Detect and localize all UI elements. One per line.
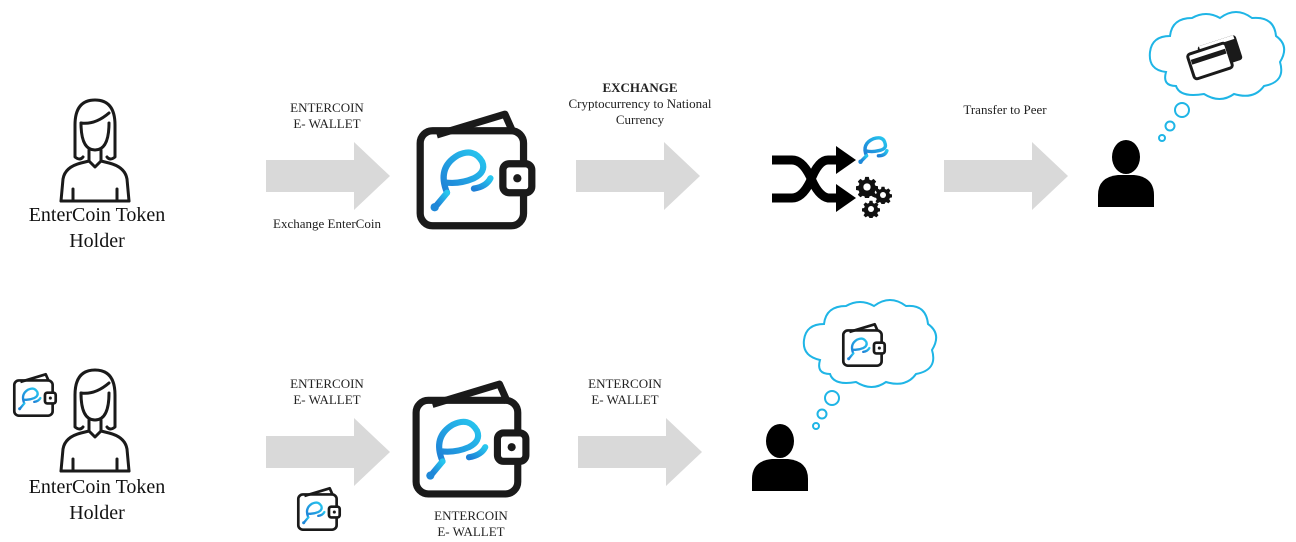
entercoin-wallet-1 bbox=[414, 108, 538, 232]
flow-arrow-3 bbox=[944, 142, 1068, 210]
row2-arrow1-label: ENTERCOIN E- WALLET bbox=[290, 376, 364, 407]
token-holder-2 bbox=[55, 365, 135, 475]
flow-arrow-5 bbox=[578, 418, 702, 486]
flow-arrow-4 bbox=[266, 418, 390, 486]
token-holder-1 bbox=[55, 95, 135, 205]
flow-arrow-1 bbox=[266, 142, 390, 210]
flow-arrow-2 bbox=[576, 142, 700, 210]
arrow1-label-bottom: Exchange EnterCoin bbox=[273, 216, 381, 231]
row2-arrow2-label: ENTERCOIN E- WALLET bbox=[588, 376, 662, 407]
wallet-icon bbox=[410, 378, 532, 500]
token-holder-2-label: EnterCoin Token Holder bbox=[28, 476, 166, 524]
gears-icon bbox=[856, 176, 892, 218]
entercoin-mark-icon bbox=[858, 132, 892, 166]
token-holder-1-label: EnterCoin Token Holder bbox=[28, 204, 166, 252]
peer-person-1 bbox=[1096, 136, 1156, 208]
credit-cards-icon bbox=[1186, 35, 1243, 81]
small-wallet-transfer bbox=[294, 486, 344, 532]
wallet-icon bbox=[294, 486, 344, 532]
small-wallet-holder bbox=[10, 372, 60, 418]
person-outline-icon bbox=[55, 365, 135, 475]
shuffle-icon bbox=[772, 146, 856, 212]
transfer-label: Transfer to Peer bbox=[963, 102, 1047, 117]
thought-cloud-wallet bbox=[802, 299, 938, 430]
wallet-2-caption: ENTERCOIN E- WALLET bbox=[434, 508, 508, 539]
thought-cloud-cards bbox=[1148, 11, 1286, 142]
person-outline-icon bbox=[55, 95, 135, 205]
person-silhouette-icon bbox=[1096, 136, 1156, 208]
entercoin-wallet-2 bbox=[410, 378, 532, 500]
exchange-label: EXCHANGE Cryptocurrency to National Curr… bbox=[568, 80, 712, 127]
arrow1-label-top: ENTERCOIN E- WALLET bbox=[290, 100, 364, 131]
wallet-icon bbox=[10, 372, 60, 418]
wallet-icon bbox=[414, 108, 538, 232]
exchange-process bbox=[768, 130, 900, 220]
